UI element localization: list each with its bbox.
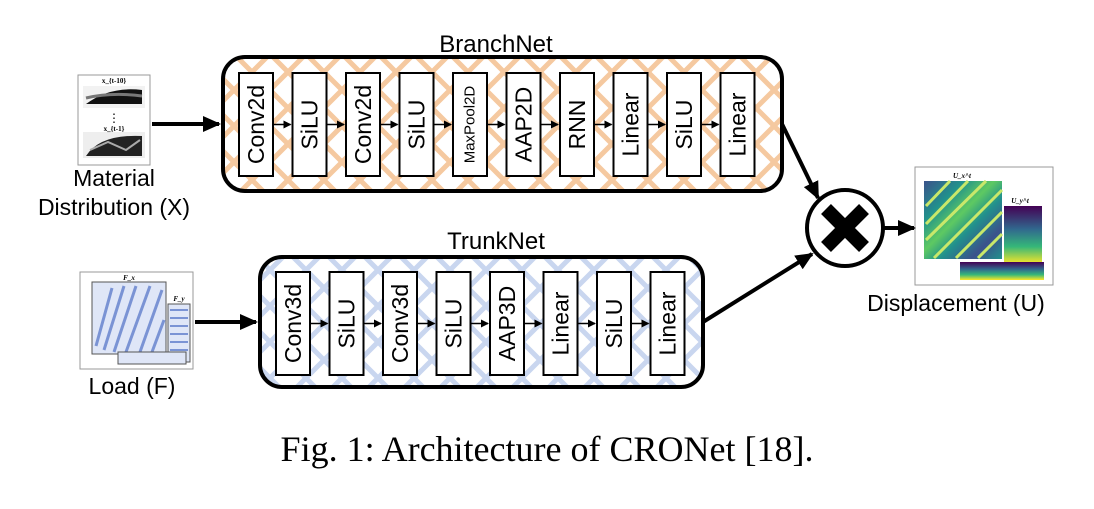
load-label: Load (F) [89, 373, 176, 399]
load-thumb-fx-label: F_x [123, 274, 135, 282]
branchnet-layer-box-6 [505, 72, 542, 177]
branchnet-layer-box-9 [666, 72, 702, 177]
trunknet-title: TrunkNet [447, 228, 545, 255]
material-distribution-thumbnail [77, 74, 151, 166]
branchnet-layer-box-4 [398, 72, 435, 177]
load-thumb-fy-label: F_y [173, 295, 185, 303]
multiply-operator [805, 188, 885, 268]
load-thumbnail [79, 271, 194, 370]
branchnet-layer-box-2 [291, 72, 328, 177]
branchnet-layer-label-6: AAP2D [511, 87, 537, 162]
trunknet-layer-label-4: SiLU [441, 299, 467, 349]
branch-to-multiply-arrow [780, 123, 820, 200]
trunknet-layer-box-4 [435, 271, 472, 376]
branchnet-layer-box-1 [238, 72, 274, 177]
displacement-thumb-uy-label: U_y^t [1011, 197, 1030, 205]
figure-caption: Fig. 1: Architecture of CRONet [18]. [280, 429, 814, 469]
branchnet-layer-label-9: SiLU [671, 100, 697, 150]
trunknet-layer-label-3: Conv3d [387, 284, 413, 363]
branchnet-layer-box-10 [719, 72, 756, 177]
trunknet-layer-box-5 [489, 271, 525, 376]
branchnet-layer-label-7: RNN [564, 100, 590, 150]
branchnet-layer-label-10: Linear [725, 92, 751, 156]
displacement-label: Displacement (U) [867, 290, 1045, 316]
trunknet-layer-label-5: AAP3D [494, 286, 520, 361]
branchnet-layer-label-5: MaxPool2D [462, 86, 479, 164]
branchnet-layer-label-3: Conv2d [350, 85, 376, 164]
trunknet-layer-box-7 [596, 271, 632, 376]
trunknet-layer-label-6: Linear [548, 291, 574, 355]
trunknet-layer-box-2 [328, 271, 365, 376]
trunknet-layer-label-1: Conv3d [280, 284, 306, 363]
trunknet-layer-label-7: SiLU [601, 299, 627, 349]
displacement-thumb-ux-label: U_x^t [953, 172, 972, 180]
trunknet-layer-label-8: Linear [655, 291, 681, 355]
trunknet-layer-label-2: SiLU [334, 299, 360, 349]
material-label-line1: Material [73, 165, 155, 191]
branchnet-title: BranchNet [439, 31, 553, 58]
branchnet-layer-label-4: SiLU [404, 100, 430, 150]
material-thumb-top-label: x_{t-10} [102, 77, 126, 85]
branchnet-layer-label-2: SiLU [297, 100, 323, 150]
trunknet-layers: Conv3d SiLU Conv3d SiLU AAP3D Linear SiLU Linea… [275, 271, 686, 376]
trunknet-box [258, 255, 705, 389]
trunk-to-multiply-arrow [701, 252, 814, 324]
branchnet-layer-label-8: Linear [618, 92, 644, 156]
trunknet-layer-box-8 [649, 271, 686, 376]
multiply-icon [821, 204, 869, 252]
branchnet-layers: Conv2d SiLU Conv2d SiLU MaxPool2D AAP2D RNN Lin… [238, 72, 756, 177]
material-label-line2: Distribution (X) [38, 194, 190, 220]
trunknet-layer-box-6 [542, 271, 579, 376]
trunknet-layer-box-1 [275, 271, 311, 376]
branchnet-layer-label-1: Conv2d [243, 85, 269, 164]
material-thumb-dots: ⋮ [108, 111, 120, 125]
branchnet-layer-box-8 [612, 72, 649, 177]
material-thumb-bottom-label: x_{t-1} [104, 125, 125, 133]
displacement-thumbnail [914, 166, 1054, 286]
trunknet-layer-box-3 [382, 271, 418, 376]
